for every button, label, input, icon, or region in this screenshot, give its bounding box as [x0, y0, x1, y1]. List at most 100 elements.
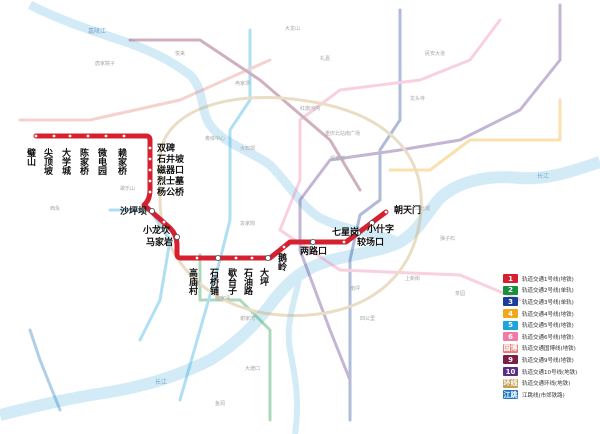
jialing-river [27, 0, 397, 245]
station-dot-xiaolongkan[interactable] [161, 219, 167, 225]
station-label-xietaizi: 歇台子 [226, 267, 238, 296]
legend-label: 轨道交通9号线(地铁) [522, 357, 574, 364]
legend-label: 轨道交通2号线(单轨) [522, 288, 574, 295]
station-dot-qixinggang[interactable] [341, 239, 347, 245]
legend-item: 4 轨道交通4号线(地铁) [503, 308, 600, 320]
station-label-jiaochangkou: 较场口 [357, 236, 384, 248]
station-label-lieshimu: 烈士墓 [157, 175, 185, 187]
station-dot-bishan[interactable] [33, 133, 39, 139]
river-label-yangtze-south: 长江 [155, 378, 167, 386]
station-dot-chenjiaqiao[interactable] [85, 133, 91, 139]
station-label-chenjiaqiao: 陈家桥 [78, 147, 89, 176]
station-label-xiaoshizi: 小什字 [366, 223, 394, 235]
station-dot-shiqiaopu[interactable] [214, 254, 222, 262]
background-labels: 奥体中心 大石坝 观音桥 红旗河沟 大龙山 重庆北站南广场 江北城 弹子石 上新… [50, 25, 465, 407]
bg-label: 鱼洞 [215, 400, 225, 407]
bg-label: 重庆北站南广场 [325, 130, 360, 137]
station-label-bishan: 璧山 [25, 147, 37, 167]
bg-line-loop [158, 96, 423, 318]
bg-label: 红旗河沟 [300, 105, 320, 112]
station-dot-chaotianmen[interactable] [383, 209, 389, 215]
station-label-shijingpo: 石井坡 [156, 153, 185, 165]
station-dot-daping[interactable] [264, 254, 272, 262]
station-label-daping: 大坪 [258, 267, 269, 287]
line-1-labels: 璧山 尖顶坡 大学城 陈家桥 微电园 赖家桥 双碑 石井坡 磁器口 烈士墓 杨公… [25, 142, 421, 296]
bg-label: 奥体中心 [205, 135, 225, 142]
legend-badge: 10 [503, 367, 518, 377]
legend-label: 江跳线(市郊铁路) [522, 392, 565, 399]
bg-label: 唐家院子 [95, 60, 115, 67]
legend-item: 国博 轨道交通国博线(地铁) [503, 343, 600, 355]
station-label-shapingba: 沙坪坝 [120, 205, 147, 217]
bg-line-9 [128, 38, 362, 192]
station-label-xiaolongkan: 小龙坎 [142, 224, 171, 236]
bg-line-west [108, 208, 172, 342]
line-1-stations [33, 133, 389, 262]
bg-label: 大石坝 [240, 145, 255, 152]
river-label-jialing: 嘉陵江 [88, 27, 106, 35]
station-label-chaotianmen: 朝天门 [394, 204, 421, 216]
bg-line-2 [198, 253, 272, 422]
bg-label: 龙头寺 [410, 95, 425, 102]
station-dot-weidianyuan[interactable] [103, 133, 109, 139]
legend-item: 9 轨道交通9号线(地铁) [503, 354, 600, 366]
bg-label: 江北城 [415, 205, 430, 212]
legend-item: 6 轨道交通6号线(地铁) [503, 331, 600, 343]
station-dot-shapingba[interactable] [148, 207, 156, 215]
station-dot-eling[interactable] [281, 244, 287, 250]
station-dot-shiyoulu[interactable] [249, 255, 255, 261]
bg-line-4 [388, 98, 562, 172]
line-1-route [33, 133, 389, 261]
bg-line-5 [178, 28, 252, 402]
station-dot-majiayan[interactable] [173, 233, 181, 241]
station-dot-shijingpo[interactable] [147, 156, 153, 162]
bg-label: 礼嘉 [320, 55, 330, 62]
station-dot-gaomiaocun[interactable] [194, 255, 200, 261]
legend-badge: 5 [503, 320, 518, 330]
bg-label: 弹子石 [440, 235, 455, 242]
legend-item: 5 轨道交通5号线(地铁) [503, 319, 600, 331]
legend-item: 2 轨道交通2号线(单轨) [503, 285, 600, 297]
station-dot-lianglukou[interactable] [309, 238, 317, 246]
station-label-eling: 鹅岭 [276, 252, 287, 272]
bg-label: 谢家湾 [240, 315, 255, 322]
station-dot-xiaoshizi[interactable] [368, 219, 376, 227]
background-lines [18, 3, 562, 422]
station-label-gaomiaocun: 高庙村 [187, 267, 198, 296]
bg-line-guobo [18, 58, 272, 122]
legend-label: 轨道交通环线(地铁) [522, 381, 571, 388]
station-dot-xietaizi[interactable] [233, 255, 239, 261]
station-label-qixinggang: 七星岗 [332, 226, 359, 238]
bg-label: 大龙山 [285, 25, 300, 32]
legend-label: 轨道交通10号线(地铁) [522, 369, 578, 376]
legend-badge: 3 [503, 297, 518, 307]
station-dot-lieshimu[interactable] [147, 178, 153, 184]
station-label-shuangbei: 双碑 [157, 142, 175, 154]
legend-label: 轨道交通5号线(地铁) [522, 323, 574, 330]
bg-label: 南坪 [350, 285, 360, 292]
legend-badge: 环线 [503, 378, 518, 388]
bg-line-6 [278, 18, 522, 302]
station-dot-daxuecheng[interactable] [67, 133, 73, 139]
station-dot-ciqikou[interactable] [147, 167, 153, 173]
station-dot-jiaochangkou[interactable] [354, 229, 362, 237]
station-label-shiyoulu: 石油路 [242, 268, 254, 296]
station-dot-laijiaqiao[interactable] [121, 133, 127, 139]
legend-label: 轨道交通4号线(地铁) [522, 311, 574, 318]
bg-label: 袁家岗 [240, 220, 255, 227]
legend-badge: 9 [503, 355, 518, 365]
legend-badge: 4 [503, 309, 518, 319]
station-label-laijiaqiao: 赖家桥 [116, 147, 127, 176]
station-dot-shuangbei[interactable] [147, 145, 153, 151]
station-label-ciqikou: 磁器口 [157, 164, 184, 176]
station-label-yanggongqiao: 杨公桥 [157, 186, 185, 198]
station-label-majiayan: 马家岩 [146, 236, 173, 248]
legend-label: 轨道交通国博线(地铁) [522, 346, 576, 353]
bg-label: 冉家坝 [235, 80, 250, 87]
legend-badge: 2 [503, 285, 518, 295]
station-dot-jiandingpo[interactable] [51, 133, 57, 139]
bg-label: 大渡口 [245, 365, 260, 372]
station-dot-yanggongqiao[interactable] [147, 189, 153, 195]
